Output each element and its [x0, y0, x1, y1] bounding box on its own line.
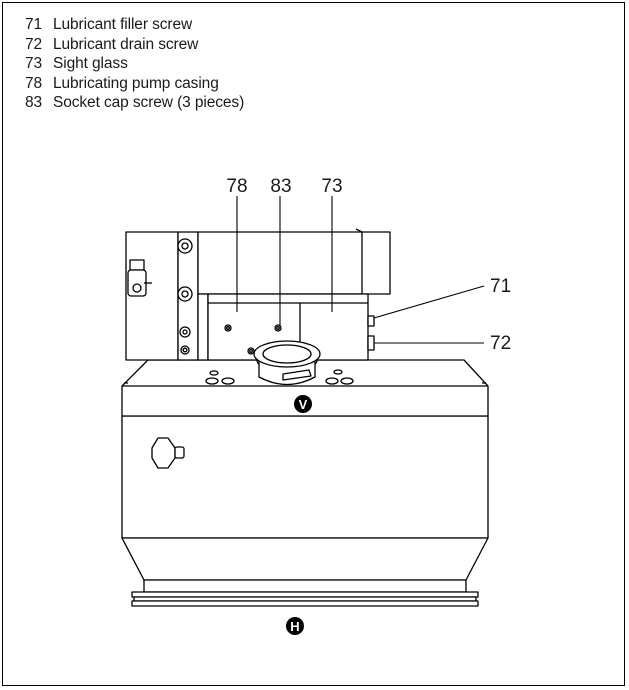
- marker-h-label: H: [290, 619, 299, 634]
- pump-casing: [207, 293, 369, 361]
- legend-item-83: 83 Socket cap screw (3 pieces): [25, 93, 244, 113]
- legend-number: 71: [25, 16, 43, 33]
- legend-label: Lubricant filler screw: [53, 16, 193, 33]
- callout-71: 71: [490, 276, 511, 297]
- top-flange: [121, 359, 489, 417]
- callout-78: 78: [226, 176, 247, 197]
- parts-legend: 71 Lubricant filler screw 72 Lubricant d…: [25, 15, 244, 113]
- legend-label: Lubricant drain screw: [53, 35, 199, 53]
- marker-v: V: [294, 395, 312, 413]
- legend-label: Socket cap screw (3 pieces): [53, 94, 245, 112]
- callout-83: 83: [270, 176, 291, 197]
- upper-housing: [125, 228, 391, 361]
- legend-number: 73: [25, 55, 43, 73]
- callout-72: 72: [490, 333, 511, 354]
- legend-item-78: 78 Lubricating pump casing: [25, 74, 244, 94]
- legend-label: Lubricating pump casing: [53, 74, 219, 92]
- marker-h: H: [286, 617, 304, 635]
- vessel-body: [121, 415, 489, 607]
- legend-item-73: 73 Sight glass: [25, 54, 244, 74]
- legend-label: Sight glass: [53, 55, 128, 73]
- marker-v-label: V: [299, 397, 308, 412]
- callout-73: 73: [321, 176, 342, 197]
- legend-number: 83: [25, 94, 43, 112]
- vessel-knob: [151, 437, 185, 469]
- side-screws: [367, 315, 375, 351]
- sight-glass: [253, 340, 321, 386]
- legend-item-72: 72 Lubricant drain screw: [25, 35, 244, 55]
- legend-number: 72: [25, 35, 43, 53]
- leader-lines: [236, 196, 485, 344]
- legend-item-71: 71 Lubricant filler screw: [25, 15, 244, 35]
- legend-number: 78: [25, 74, 43, 92]
